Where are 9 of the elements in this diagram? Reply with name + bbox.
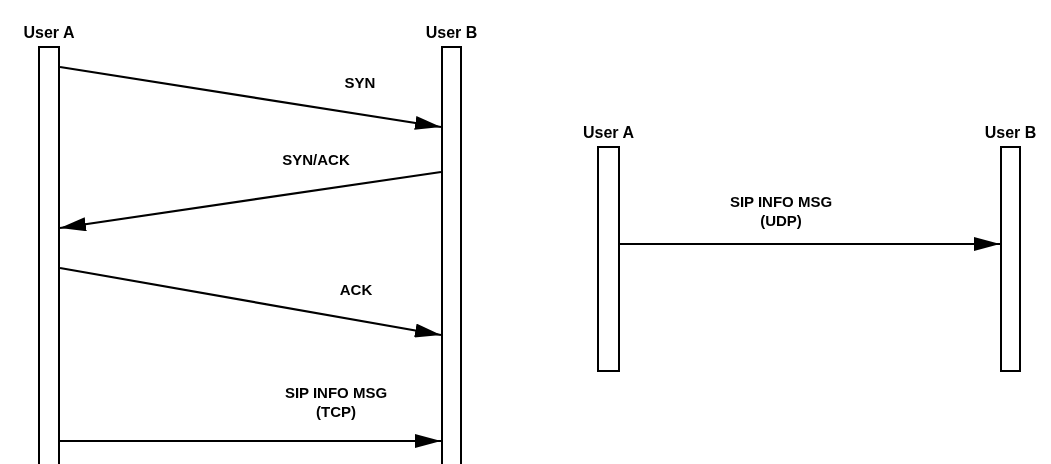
participant-label: User B xyxy=(425,24,478,42)
participant-label: User A xyxy=(23,24,75,42)
participant-label: User B xyxy=(984,124,1037,142)
message-arrow xyxy=(59,170,442,232)
message-arrow xyxy=(59,266,442,338)
message-arrow xyxy=(59,65,442,130)
message-arrow xyxy=(620,237,1000,251)
participant-label: User A xyxy=(583,124,634,142)
message-arrow xyxy=(60,434,441,448)
